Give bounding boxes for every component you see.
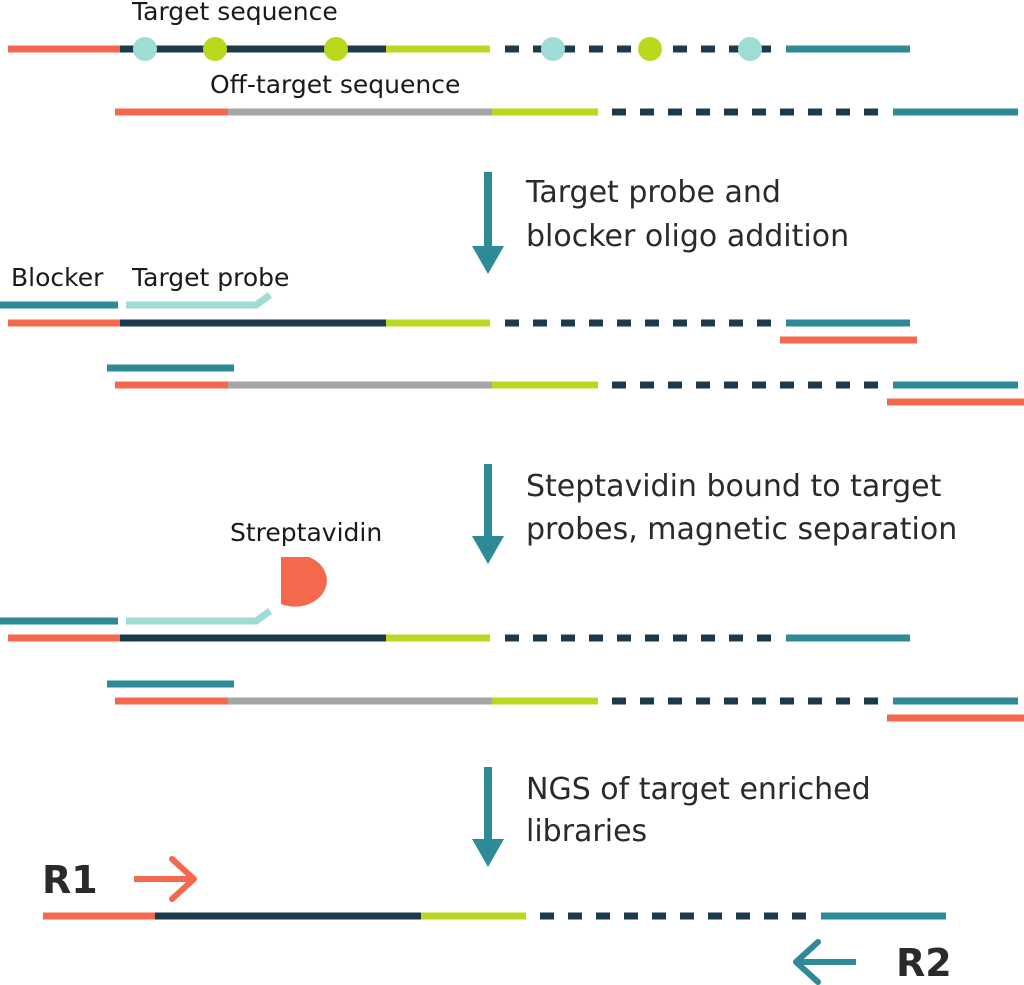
label-r2: R2 (896, 941, 952, 985)
variant-marker (324, 37, 348, 61)
step-2-line-1: Steptavidin bound to target (526, 469, 942, 504)
r2-arrow-head (793, 939, 821, 985)
r1-arrow-head (169, 856, 197, 902)
step-arrow-1 (472, 172, 504, 274)
label-offtarget-sequence: Off-target sequence (210, 70, 460, 99)
r2-arrow-icon (793, 939, 856, 985)
stage-3: Streptavidin (0, 518, 1024, 722)
stage-4: R1 R2 (42, 856, 952, 985)
variant-marker (638, 37, 662, 61)
arrow-head-icon (472, 246, 504, 274)
label-target-sequence: Target sequence (131, 0, 338, 26)
step-2-line-2: probes, magnetic separation (526, 512, 957, 547)
streptavidin-bead-icon (281, 557, 327, 607)
step-1-line-2: blocker oligo addition (526, 219, 849, 254)
step-3-line-1: NGS of target enriched (526, 772, 871, 807)
variant-marker (738, 37, 762, 61)
step-3-line-2: libraries (526, 814, 647, 849)
step-1-line-1: Target probe and (525, 175, 781, 210)
variant-marker (133, 37, 157, 61)
arrow-head-icon (472, 839, 504, 867)
variant-marker (541, 37, 565, 61)
target-library-fragment (8, 37, 910, 61)
label-r1: R1 (42, 858, 98, 902)
r1-arrow-icon (134, 856, 197, 902)
arrow-head-icon (472, 536, 504, 564)
variant-marker (203, 37, 227, 61)
stage-2: Blocker Target probe (0, 263, 1024, 406)
stage-1: Target sequence Off-target sequence (8, 0, 1018, 116)
target-probe (126, 292, 273, 309)
target-probe (126, 608, 273, 625)
label-blocker: Blocker (11, 263, 104, 292)
step-arrow-3 (472, 767, 504, 867)
step-arrow-2 (472, 464, 504, 564)
label-target-probe: Target probe (131, 263, 289, 292)
label-streptavidin: Streptavidin (230, 518, 382, 547)
